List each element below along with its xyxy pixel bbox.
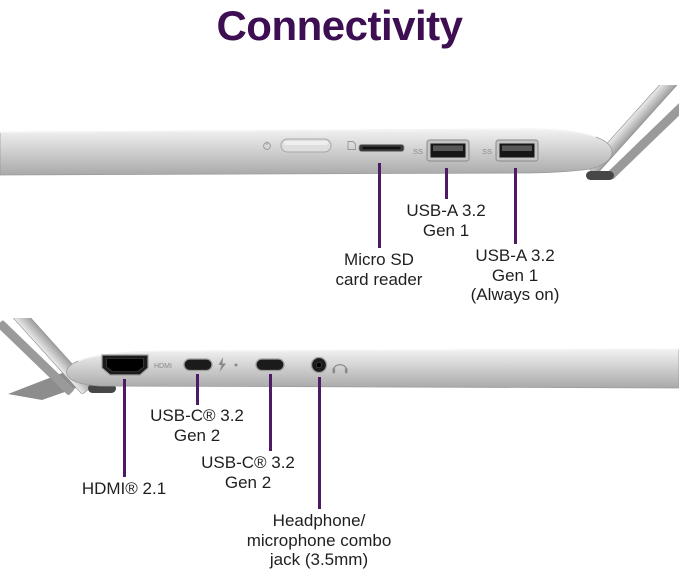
power-button xyxy=(280,138,332,153)
label-headphone: Headphone/ microphone combo jack (3.5mm) xyxy=(246,511,392,569)
usb-ss-marking-2: SS xyxy=(482,147,492,156)
power-symbol-icon xyxy=(263,141,271,150)
micro-sd-slot xyxy=(358,144,405,152)
label-usb-c-1: USB-C® 3.2 Gen 2 xyxy=(150,406,244,445)
usb-a-port-2 xyxy=(495,139,539,162)
edge-highlight xyxy=(77,348,679,362)
pointer-headphone xyxy=(317,377,321,509)
pointer-usb-c-2 xyxy=(268,374,272,451)
micro-sd-icon xyxy=(347,141,356,150)
pointer-micro-sd xyxy=(377,163,381,248)
label-usb-a-1: USB-A 3.2 Gen 1 xyxy=(406,201,486,240)
laptop-foot xyxy=(586,171,614,180)
label-hdmi: HDMI® 2.1 xyxy=(81,479,167,498)
headphone-jack xyxy=(310,356,328,374)
power-delivery-icon xyxy=(218,357,226,372)
laptop-right-side-view: SS SS xyxy=(0,85,679,180)
edge-highlight xyxy=(0,128,597,138)
hdmi-port xyxy=(101,354,149,376)
label-usb-c-2: USB-C® 3.2 Gen 2 xyxy=(201,453,295,492)
headphone-icon xyxy=(332,363,348,374)
pointer-hdmi xyxy=(123,379,126,477)
hdmi-marking: HDMI xyxy=(154,363,172,370)
indicator-dot-icon xyxy=(234,363,238,367)
usb-c-port-2 xyxy=(255,358,285,372)
pointer-usb-a-1 xyxy=(445,168,448,199)
page-title: Connectivity xyxy=(216,2,463,49)
pointer-usb-c-1 xyxy=(195,374,199,405)
usb-a-port-1 xyxy=(426,139,470,162)
usb-c-port-1 xyxy=(183,358,213,372)
pointer-usb-a-2 xyxy=(514,168,517,244)
label-usb-a-2: USB-A 3.2 Gen 1 (Always on) xyxy=(470,246,560,304)
usb-ss-marking-1: SS xyxy=(413,147,423,156)
laptop-lid-edge xyxy=(587,85,679,179)
laptop-left-side-view: HDMI xyxy=(0,318,679,400)
label-micro-sd: Micro SD card reader xyxy=(335,250,423,289)
